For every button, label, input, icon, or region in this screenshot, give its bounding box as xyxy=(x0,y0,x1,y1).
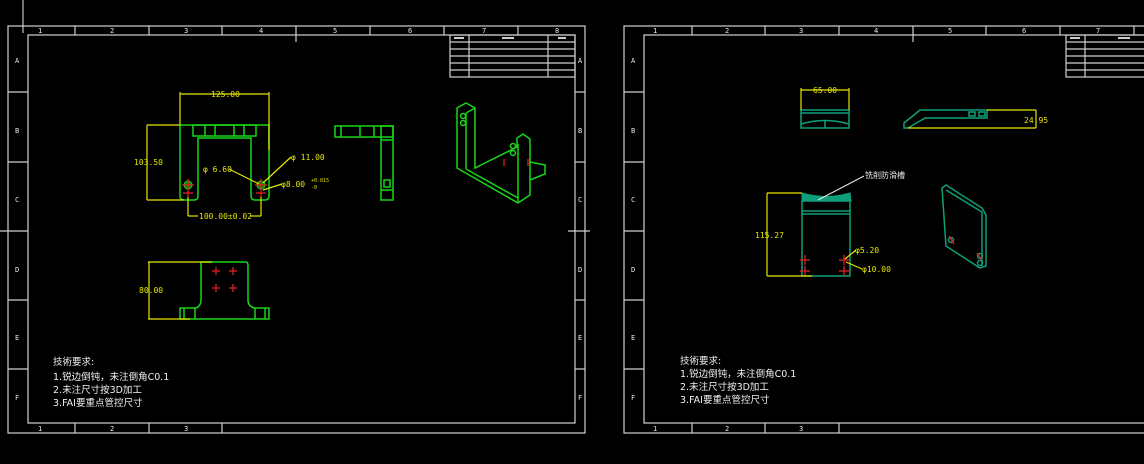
svg-text:3.FAI要重点管控尺寸: 3.FAI要重点管控尺寸 xyxy=(680,394,770,406)
svg-text:4: 4 xyxy=(874,27,878,35)
svg-text:2: 2 xyxy=(110,425,114,433)
svg-text:E: E xyxy=(631,334,635,342)
side-view[interactable] xyxy=(334,125,394,201)
dim-width: 65.00 xyxy=(813,86,837,95)
dim-hole-small: φ5.20 xyxy=(855,246,879,255)
svg-text:1: 1 xyxy=(38,27,42,35)
svg-text:D: D xyxy=(15,266,19,274)
isometric-view[interactable] xyxy=(941,184,987,269)
dim-lower-height: 80.00 xyxy=(139,286,163,295)
outer-frame xyxy=(623,25,1144,434)
column-dividers xyxy=(0,26,590,433)
svg-text:4: 4 xyxy=(259,27,263,35)
svg-text:E: E xyxy=(578,334,582,342)
column-labels: 1 2 3 4 5 6 7 1 2 3 xyxy=(653,27,1100,433)
svg-text:B: B xyxy=(631,127,635,135)
svg-text:A: A xyxy=(631,57,636,65)
svg-text:C: C xyxy=(578,196,582,204)
svg-text:E: E xyxy=(15,334,19,342)
dim-pin-tol-lower: -0 xyxy=(311,185,317,191)
svg-text:C: C xyxy=(15,196,19,204)
dim-hole-large: φ10.00 xyxy=(862,265,891,274)
inner-frame xyxy=(27,34,576,424)
svg-text:8: 8 xyxy=(555,27,559,35)
svg-text:2: 2 xyxy=(110,27,114,35)
svg-text:7: 7 xyxy=(1096,27,1100,35)
svg-text:F: F xyxy=(631,394,635,402)
dim-hole-large: φ 11.00 xyxy=(291,153,325,162)
svg-text:B: B xyxy=(578,127,582,135)
bottom-view[interactable]: 80.00 xyxy=(139,261,270,320)
isometric-view[interactable] xyxy=(456,102,546,204)
svg-text:3: 3 xyxy=(184,27,188,35)
dim-height: 103.50 xyxy=(134,158,163,167)
center-mark xyxy=(212,267,237,292)
svg-text:1.锐边倒钝，未注倒角C0.1: 1.锐边倒钝，未注倒角C0.1 xyxy=(53,371,169,383)
callout-anti-slip-groove: 铣削防滑槽 xyxy=(865,170,905,180)
dim-width: 125.00 xyxy=(211,90,240,99)
svg-text:1: 1 xyxy=(653,425,657,433)
svg-text:技術要求:: 技術要求: xyxy=(53,356,94,368)
dim-pin: φ8.00 xyxy=(281,180,305,189)
sheet-left[interactable]: 1 2 3 4 5 6 7 8 1 2 3 A B C D E F A B C … xyxy=(0,25,590,434)
svg-text:7: 7 xyxy=(482,27,486,35)
svg-text:2: 2 xyxy=(725,27,729,35)
dim-hole-small: φ 6.60 xyxy=(203,165,232,174)
svg-text:6: 6 xyxy=(1022,27,1026,35)
svg-text:F: F xyxy=(15,394,19,402)
svg-text:2: 2 xyxy=(725,425,729,433)
sheet-right[interactable]: 1 2 3 4 5 6 7 1 2 3 A B C D E F xyxy=(623,25,1144,434)
svg-text:技術要求:: 技術要求: xyxy=(680,355,721,367)
front-view[interactable]: 115.27 φ5.20 φ10.00 铣削防滑槽 xyxy=(755,170,905,277)
svg-text:A: A xyxy=(578,57,583,65)
svg-text:1: 1 xyxy=(38,425,42,433)
revision-table xyxy=(1065,34,1144,78)
svg-text:F: F xyxy=(578,394,582,402)
revision-table xyxy=(449,34,576,78)
svg-text:D: D xyxy=(631,266,635,274)
column-labels: 1 2 3 4 5 6 7 8 1 2 3 xyxy=(38,27,559,433)
svg-text:1.锐边倒钝，未注倒角C0.1: 1.锐边倒钝，未注倒角C0.1 xyxy=(680,368,796,380)
front-view[interactable]: 125.00 103.50 100.00±0.02 φ 6.60 φ 11.00… xyxy=(134,90,329,221)
row-labels: A B C D E F A B C D E F xyxy=(15,57,583,402)
top-view[interactable]: 65.00 xyxy=(800,86,850,129)
technical-notes: 技術要求: 1.锐边倒钝，未注倒角C0.1 2.未注尺寸按3D加工 3.FAI要… xyxy=(53,356,169,409)
dim-pin-tol-upper: +0.015 xyxy=(311,178,329,184)
dim-hole-spacing: 100.00±0.02 xyxy=(199,212,252,221)
dim-thickness: 24.95 xyxy=(1024,116,1048,125)
svg-text:2.未注尺寸按3D加工: 2.未注尺寸按3D加工 xyxy=(53,384,142,396)
svg-text:5: 5 xyxy=(948,27,952,35)
svg-text:3: 3 xyxy=(184,425,188,433)
inner-frame xyxy=(643,34,1144,424)
svg-text:6: 6 xyxy=(408,27,412,35)
svg-text:1: 1 xyxy=(653,27,657,35)
svg-text:3.FAI要重点管控尺寸: 3.FAI要重点管控尺寸 xyxy=(53,397,143,409)
side-view[interactable]: 24.95 xyxy=(903,109,1048,129)
svg-text:B: B xyxy=(15,127,19,135)
svg-text:D: D xyxy=(578,266,582,274)
center-mark xyxy=(182,179,267,197)
svg-text:3: 3 xyxy=(799,27,803,35)
row-labels: A B C D E F xyxy=(631,57,636,402)
technical-notes: 技術要求: 1.锐边倒钝，未注倒角C0.1 2.未注尺寸按3D加工 3.FAI要… xyxy=(680,355,796,406)
svg-text:2.未注尺寸按3D加工: 2.未注尺寸按3D加工 xyxy=(680,381,769,393)
svg-text:A: A xyxy=(15,57,20,65)
svg-text:3: 3 xyxy=(799,425,803,433)
center-mark xyxy=(800,255,849,276)
column-dividers xyxy=(624,26,1135,433)
svg-text:5: 5 xyxy=(333,27,337,35)
dim-height: 115.27 xyxy=(755,231,784,240)
svg-text:C: C xyxy=(631,196,635,204)
